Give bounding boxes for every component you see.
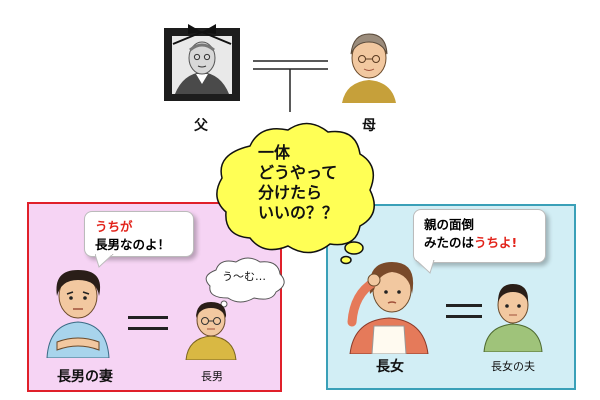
thought-line-1: 一体 bbox=[258, 143, 291, 162]
wife-speech-highlight: うちが bbox=[95, 219, 133, 234]
father-memorial-portrait bbox=[163, 22, 241, 102]
mother-label: 母 bbox=[362, 118, 376, 134]
thought-line-2: どうやって bbox=[258, 163, 338, 182]
daughter-bubble-tail bbox=[416, 260, 435, 274]
son-thought-bubble bbox=[205, 257, 285, 314]
eldest-daughter-label: 長女 bbox=[376, 359, 404, 375]
thought-cloud bbox=[216, 122, 375, 265]
equals-sign-left bbox=[128, 316, 168, 334]
son-figure bbox=[184, 296, 238, 361]
eldest-daughter-husband-label: 長女の夫 bbox=[491, 360, 535, 373]
eldest-son-wife-label: 長男の妻 bbox=[57, 369, 113, 385]
daughter-speech-highlight: うちよ! bbox=[474, 235, 518, 250]
daughter-speech-line1: 親の面倒 bbox=[424, 217, 475, 232]
eldest-son-label: 長男 bbox=[201, 370, 223, 383]
equals-sign-right bbox=[446, 304, 482, 322]
wife-speech-line2: 長男なのよ！ bbox=[95, 237, 171, 252]
daughter-speech-prefix: みたのは bbox=[424, 235, 475, 250]
thought-line-3: 分けたら bbox=[258, 183, 323, 202]
wife-bubble-tail bbox=[95, 254, 114, 268]
thought-line-4: いいの？？ bbox=[258, 203, 339, 222]
daughter-figure bbox=[344, 250, 434, 355]
mother-figure bbox=[338, 28, 400, 103]
father-label: 父 bbox=[194, 118, 208, 134]
daughter-speech-bubble: 親の面倒 みたのはうちよ! bbox=[413, 209, 546, 263]
son-thought-text: う〜む… bbox=[222, 270, 266, 283]
wife-speech-bubble: うちが 長男なのよ！ bbox=[84, 211, 194, 257]
wife-figure bbox=[43, 262, 113, 359]
daughter-husband-figure bbox=[482, 280, 544, 353]
